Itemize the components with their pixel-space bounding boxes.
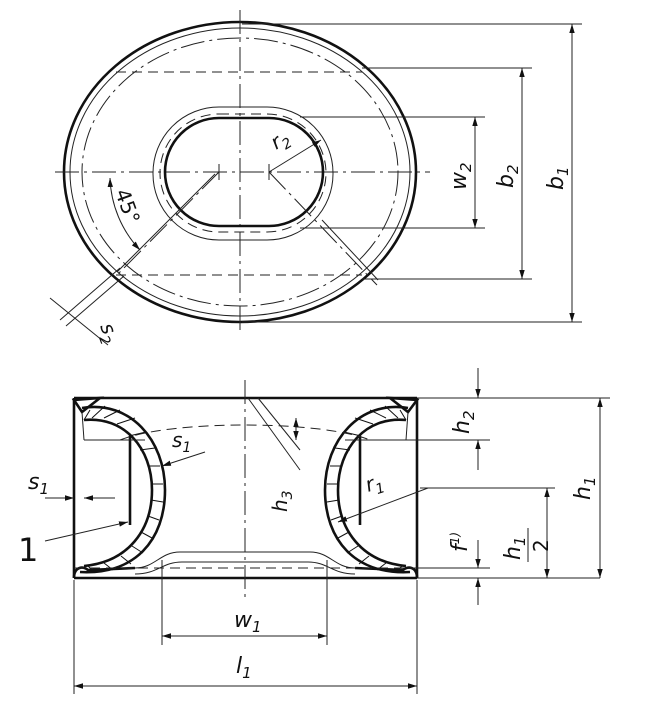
h3-section-a xyxy=(247,397,301,471)
right-horn-outer xyxy=(323,405,411,574)
r1-label: r1 xyxy=(362,469,387,501)
b2-label: b2 xyxy=(494,164,522,188)
r1-leader xyxy=(337,487,429,523)
w1-label: w1 xyxy=(234,608,262,636)
l1-label: l1 xyxy=(236,654,252,682)
item1-label: 1 xyxy=(18,531,38,569)
b1-label: b1 xyxy=(544,166,572,190)
angle-line-left xyxy=(116,171,220,276)
s2-dim xyxy=(49,297,109,346)
s2-section-line-b xyxy=(321,219,379,281)
w2-label: w2 xyxy=(447,162,475,190)
r2-leader xyxy=(268,139,322,173)
s1-top-label: s1 xyxy=(172,428,191,456)
s2-label: s2 xyxy=(92,320,125,348)
f-label: f1) xyxy=(448,532,473,552)
right-horn-inner xyxy=(336,418,407,568)
angle-arc xyxy=(107,177,141,251)
left-lip xyxy=(71,396,105,414)
left-horn-outer xyxy=(79,405,167,574)
s2-ext-b xyxy=(65,275,125,327)
left-horn-inner xyxy=(83,418,154,568)
h3-label: h3 xyxy=(268,490,296,512)
left-horn-hatch xyxy=(83,405,164,573)
right-taper-top xyxy=(405,411,409,441)
s1-leader xyxy=(161,451,206,467)
opening xyxy=(163,116,325,228)
s1-left-label: s1 xyxy=(28,470,49,498)
s2-section-line-a xyxy=(116,173,216,273)
front-view: h3 s1 s1 1 r1 h2 f1) h1 2 xyxy=(18,368,610,694)
top-view: r2 45° s2 w2 b2 b1 xyxy=(49,10,582,348)
r2-label: r2 xyxy=(266,125,295,158)
right-horn-hatch xyxy=(326,405,407,573)
top-dashed-curve xyxy=(119,424,371,441)
opening-outer xyxy=(152,106,334,241)
opening-dashed xyxy=(159,113,327,233)
svg-text:2: 2 xyxy=(529,539,553,552)
h1-half-label: h1 2 xyxy=(501,528,553,562)
h1-label: h1 xyxy=(571,477,599,501)
item1-leader xyxy=(44,521,129,542)
h3-section-b xyxy=(257,397,301,451)
left-taper-top xyxy=(81,411,85,441)
s2-ext-a xyxy=(59,267,121,321)
angle-label: 45° xyxy=(110,186,145,228)
bottom-saddle-inner xyxy=(134,561,356,575)
svg-text:h1: h1 xyxy=(501,537,529,561)
h2-label: h2 xyxy=(450,411,478,435)
right-lip xyxy=(385,396,420,414)
